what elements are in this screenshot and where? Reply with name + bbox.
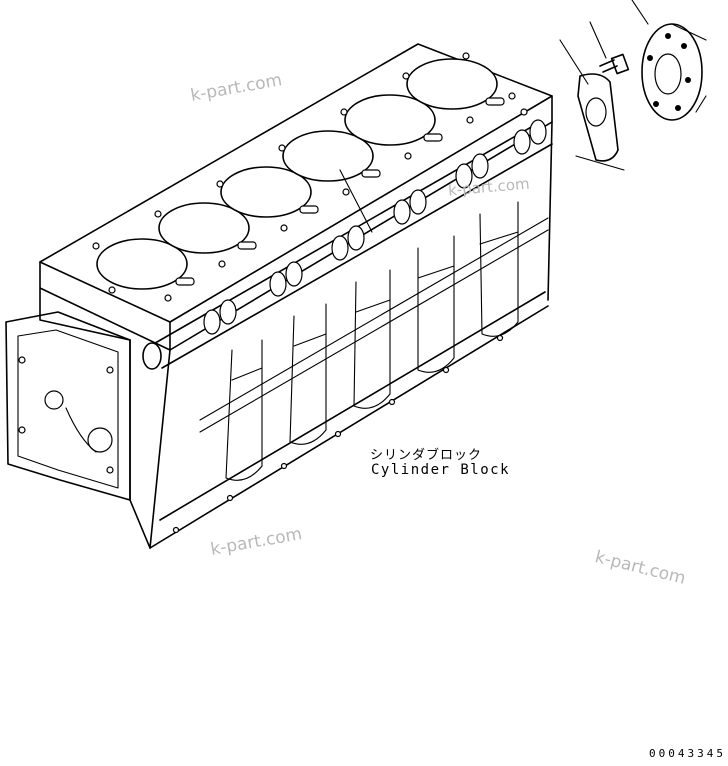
main-bearing-webs — [225, 201, 519, 481]
camshaft — [142, 119, 553, 370]
mounting-bolt — [599, 53, 630, 75]
part-label-japanese: シリンダブロック — [370, 448, 483, 463]
front-gear-case — [5, 311, 131, 501]
oil-pan-rail-holes — [172, 334, 504, 534]
deck-bolt-holes — [92, 52, 528, 302]
figure-number: 00043345 — [649, 747, 726, 760]
camshaft-gear — [641, 23, 707, 121]
cylinder-bore-3 — [220, 166, 312, 218]
cylinder-bore-5 — [344, 94, 436, 146]
cylinder-bore-1 — [96, 238, 188, 290]
part-label-english: Cylinder Block — [371, 462, 511, 478]
cylinder-bore-6 — [406, 58, 498, 110]
cylinder-bore-4 — [282, 130, 374, 182]
rear-gasket — [577, 73, 619, 162]
leader-lines — [339, 0, 649, 233]
cylinder-bores — [96, 58, 498, 290]
cylinder-bore-2 — [158, 202, 250, 254]
